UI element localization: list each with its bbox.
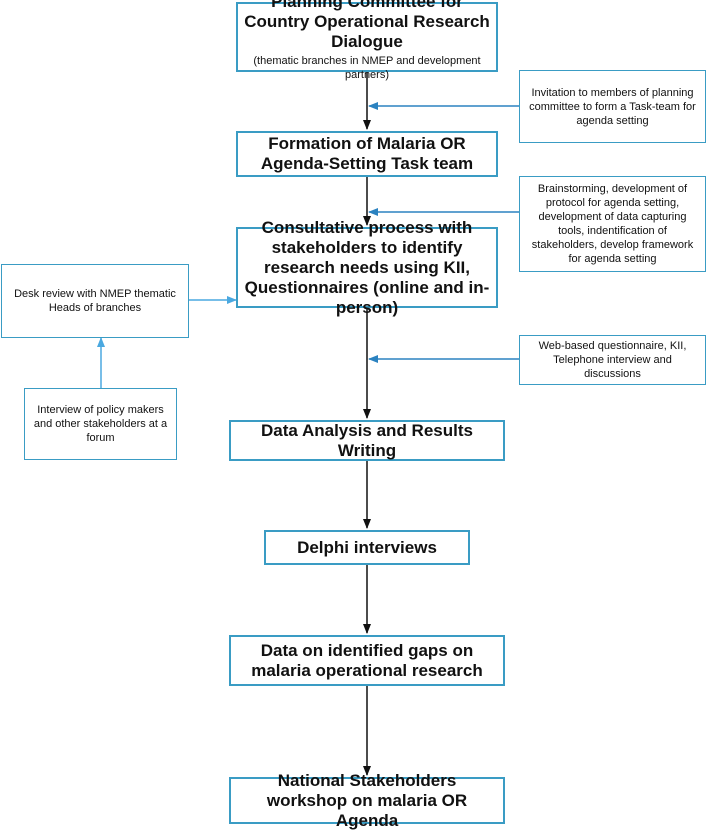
consultative-process-box: Consultative process with stakeholders t… bbox=[236, 218, 498, 317]
web-questionnaire-note-box: Web-based questionnaire, KII, Telephone … bbox=[519, 335, 706, 385]
planning-committee-box: Planning Committee for Country Operation… bbox=[236, 0, 498, 81]
desk-review-note-box: Desk review with NMEP thematic Heads of … bbox=[1, 264, 189, 338]
stakeholders-workshop-box: National Stakeholders workshop on malari… bbox=[229, 771, 505, 830]
invitation-note-box: Invitation to members of planning commit… bbox=[519, 70, 706, 143]
brainstorming-note-text: Brainstorming, development of protocol f… bbox=[531, 183, 694, 265]
web-questionnaire-note-text: Web-based questionnaire, KII, Telephone … bbox=[538, 340, 687, 380]
delphi-interviews-box: Delphi interviews bbox=[264, 530, 470, 565]
delphi-interviews-title: Delphi interviews bbox=[297, 537, 437, 557]
data-analysis-title: Data Analysis and Results Writing bbox=[261, 420, 473, 460]
desk-review-note-text: Desk review with NMEP thematic Heads of … bbox=[14, 288, 176, 314]
consultative-process-title: Consultative process with stakeholders t… bbox=[244, 217, 490, 317]
task-team-formation-title: Formation of Malaria OR Agenda-Setting T… bbox=[260, 134, 474, 173]
data-analysis-box: Data Analysis and Results Writing bbox=[229, 420, 505, 461]
invitation-note-text: Invitation to members of planning commit… bbox=[529, 86, 696, 127]
identified-gaps-box: Data on identified gaps on malaria opera… bbox=[229, 635, 505, 686]
stakeholders-workshop-title: National Stakeholders workshop on malari… bbox=[266, 770, 468, 830]
planning-committee-subtitle: (thematic branches in NMEP and developme… bbox=[253, 55, 481, 81]
planning-committee-title: Planning Committee for Country Operation… bbox=[244, 0, 490, 51]
identified-gaps-title: Data on identified gaps on malaria opera… bbox=[251, 640, 483, 680]
policy-interview-note-text: Interview of policy makers and other sta… bbox=[33, 404, 168, 444]
brainstorming-note-box: Brainstorming, development of protocol f… bbox=[519, 176, 706, 272]
task-team-formation-box: Formation of Malaria OR Agenda-Setting T… bbox=[236, 131, 498, 177]
policy-interview-note-box: Interview of policy makers and other sta… bbox=[24, 388, 177, 460]
